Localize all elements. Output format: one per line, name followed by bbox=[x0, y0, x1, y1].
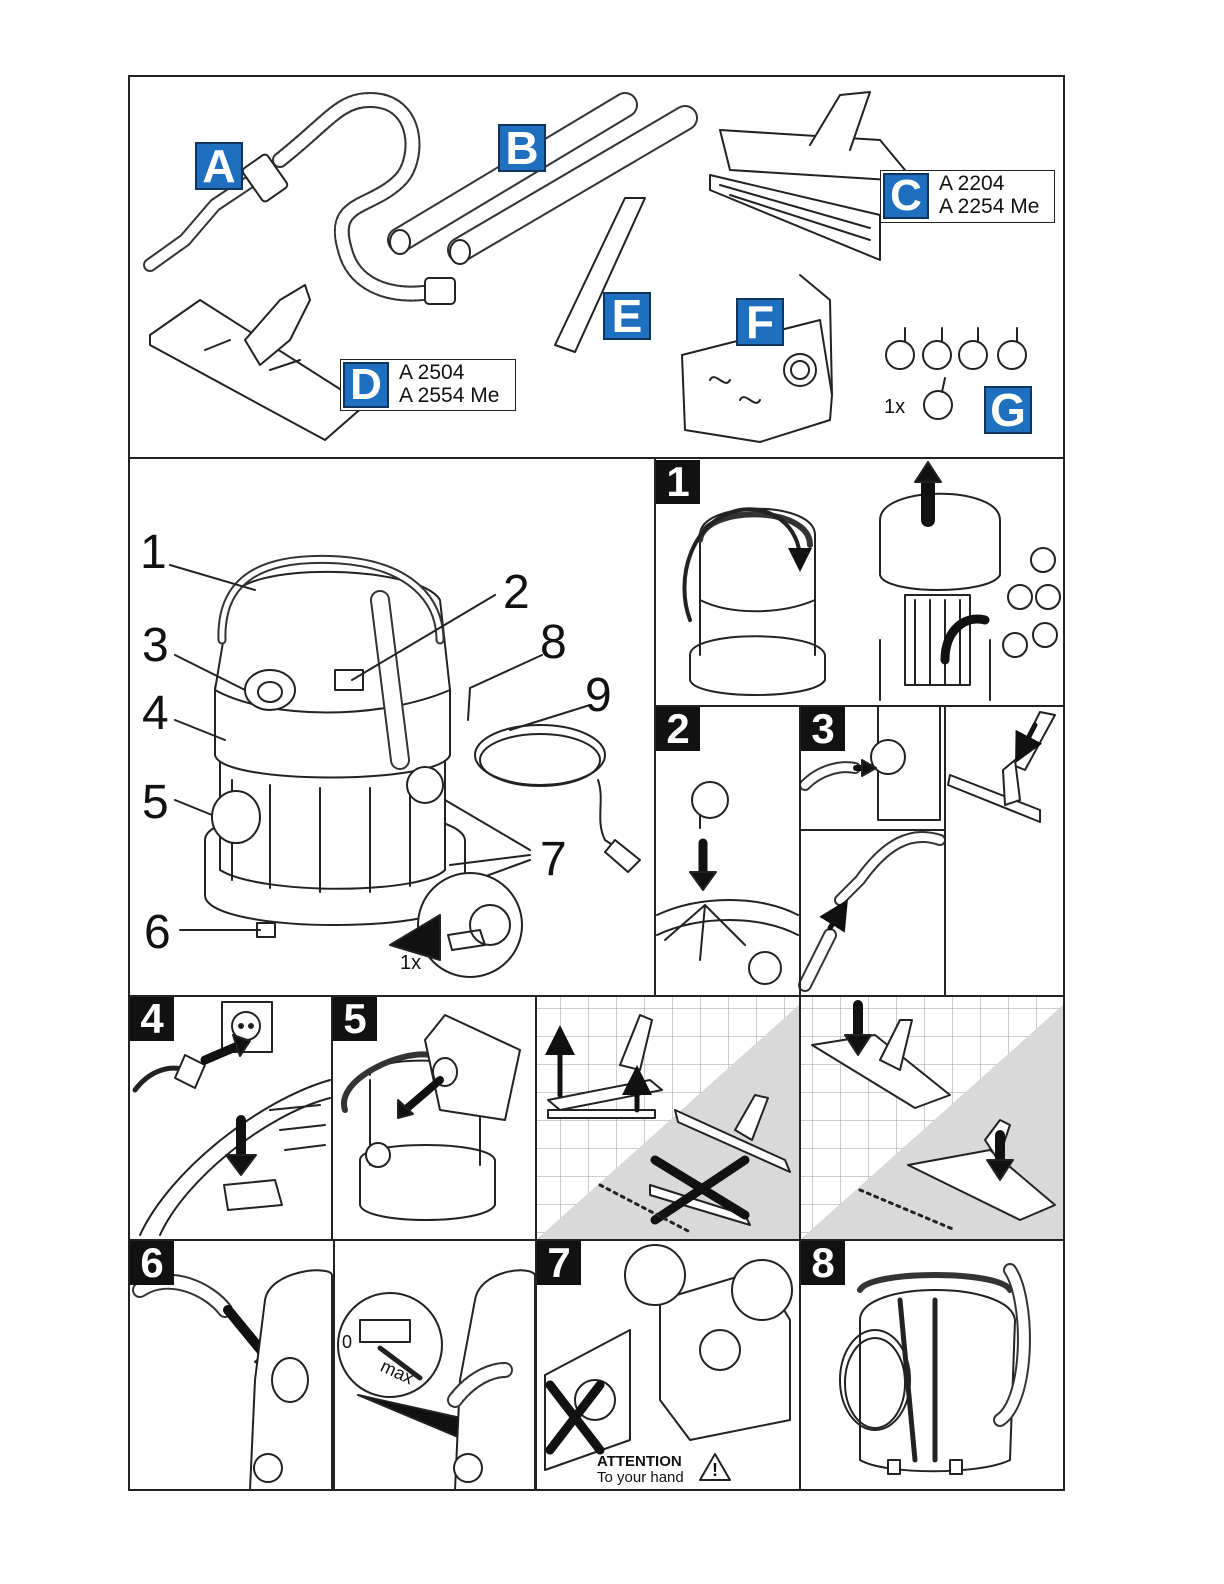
attention-title: ATTENTION bbox=[597, 1454, 684, 1470]
step-number-2: 2 bbox=[656, 707, 700, 751]
step-number-1: 1 bbox=[656, 460, 700, 504]
badge-b: B bbox=[498, 124, 546, 172]
badge-c: C bbox=[883, 173, 929, 219]
step-number-3: 3 bbox=[801, 707, 845, 751]
badge-d: D bbox=[343, 362, 389, 408]
callout-8: 8 bbox=[540, 615, 567, 670]
attention-text: To your hand bbox=[597, 1469, 684, 1486]
part-code-c-line1: A 2204 bbox=[939, 172, 1048, 195]
badge-e: E bbox=[603, 292, 651, 340]
step3b-panel bbox=[944, 705, 1065, 997]
part-code-d: D A 2504 A 2554 Me bbox=[340, 359, 516, 411]
badge-g: G bbox=[984, 386, 1032, 434]
part-code-c: C A 2204 A 2254 Me bbox=[880, 170, 1055, 223]
step1-panel bbox=[654, 457, 1065, 707]
callout-7: 7 bbox=[540, 832, 567, 887]
step3c-panel bbox=[799, 829, 946, 997]
part-code-c-line2: A 2254 Me bbox=[939, 195, 1048, 218]
callout-9: 9 bbox=[585, 668, 612, 723]
floor-nozzle-d-panel bbox=[799, 995, 1065, 1241]
step-number-4: 4 bbox=[130, 997, 174, 1041]
floor-nozzle-c-panel bbox=[535, 995, 801, 1241]
attention-note: ATTENTION To your hand bbox=[597, 1454, 684, 1486]
callout-1: 1 bbox=[140, 525, 167, 580]
step6b-panel bbox=[333, 1239, 537, 1491]
callout-5: 5 bbox=[142, 775, 169, 830]
callout-6: 6 bbox=[144, 905, 171, 960]
dial-min-label: 0 bbox=[342, 1332, 352, 1353]
part-code-d-line2: A 2554 Me bbox=[399, 384, 509, 407]
callout-2: 2 bbox=[503, 565, 530, 620]
castor-quantity-overview: 1x bbox=[400, 952, 421, 975]
warning-icon: ! bbox=[712, 1460, 718, 1481]
part-code-d-line1: A 2504 bbox=[399, 361, 509, 384]
callout-4: 4 bbox=[142, 686, 169, 741]
step-number-6: 6 bbox=[130, 1241, 174, 1285]
callout-3: 3 bbox=[142, 618, 169, 673]
step-number-7: 7 bbox=[537, 1241, 581, 1285]
castor-quantity-g: 1x bbox=[884, 396, 905, 419]
badge-f: F bbox=[736, 298, 784, 346]
accessories-panel bbox=[128, 75, 1065, 459]
step-number-8: 8 bbox=[801, 1241, 845, 1285]
overview-panel bbox=[128, 457, 656, 997]
badge-a: A bbox=[195, 142, 243, 190]
step-number-5: 5 bbox=[333, 997, 377, 1041]
